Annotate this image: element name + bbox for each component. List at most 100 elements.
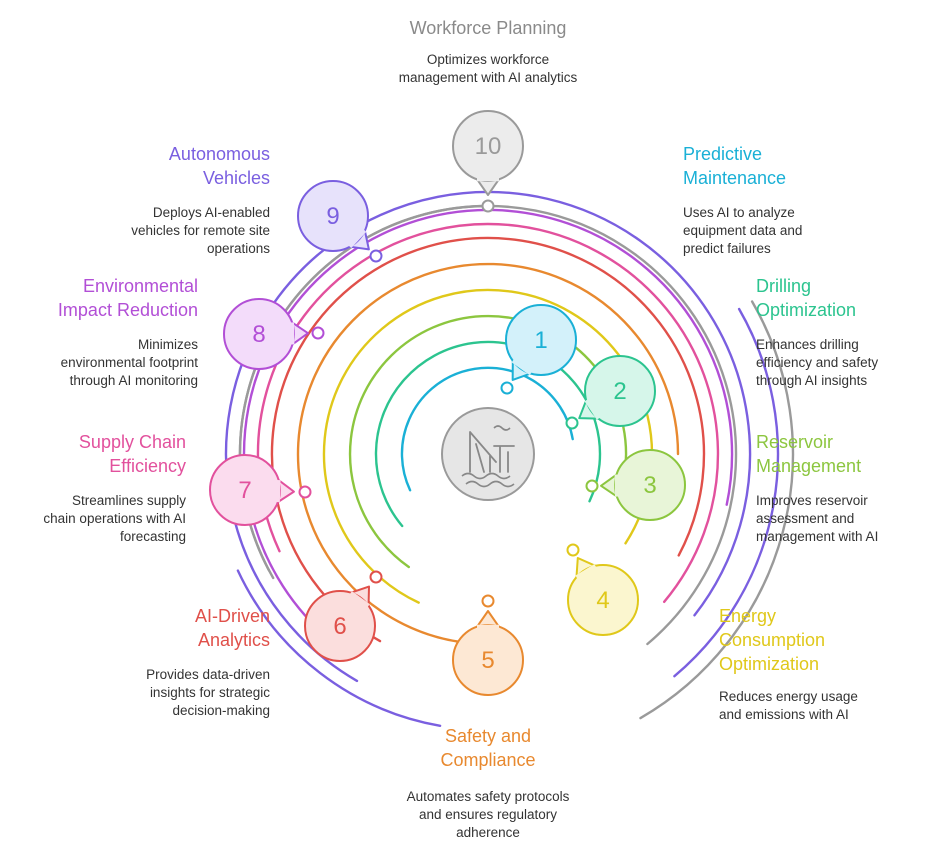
ring-7 bbox=[256, 222, 720, 603]
item-description-line: through AI insights bbox=[756, 373, 868, 388]
marker-8 bbox=[311, 326, 325, 340]
bubble-number-7: 7 bbox=[238, 477, 251, 504]
item-description-2: Enhances drilling efficiency and safety th… bbox=[756, 336, 926, 390]
item-description-6: Provides data-driven insights for strateg… bbox=[70, 666, 270, 720]
ring-9-tail bbox=[236, 569, 442, 727]
item-description-line: management with AI analytics bbox=[398, 70, 578, 85]
marker-3 bbox=[585, 479, 599, 493]
item-description-5: Automates safety protocols and ensures re… bbox=[358, 788, 618, 842]
item-description-line: adherence bbox=[456, 825, 520, 840]
bubble-number-6: 6 bbox=[333, 613, 346, 640]
item-title-line: Predictive bbox=[683, 144, 763, 164]
bubble-number-9: 9 bbox=[326, 203, 339, 230]
item-title-line: Optimization bbox=[756, 300, 857, 320]
bubble-number-4: 4 bbox=[596, 587, 609, 614]
item-description-line: equipment data and bbox=[683, 223, 803, 238]
item-title-line: AI-Driven bbox=[194, 606, 270, 626]
bubble-number-8: 8 bbox=[252, 321, 265, 348]
marker-2 bbox=[565, 416, 579, 430]
bubble-10: 10 bbox=[452, 110, 524, 196]
bubble-number-1: 1 bbox=[534, 327, 547, 354]
item-description-line: Reduces energy usage bbox=[719, 689, 858, 704]
item-description-line: vehicles for remote site bbox=[131, 223, 270, 238]
item-title-line: Consumption bbox=[719, 630, 826, 650]
item-description-line: Optimizes workforce bbox=[426, 52, 550, 67]
item-title-line: Reservoir bbox=[756, 432, 834, 452]
item-description-10: Optimizes workforce management with AI an… bbox=[338, 51, 638, 87]
item-title-line: Optimization bbox=[719, 654, 820, 674]
marker-5 bbox=[481, 594, 495, 608]
bubble-number-3: 3 bbox=[643, 472, 656, 499]
bubbles: 1 2 3 4 5 6 7 8 9 10 bbox=[209, 110, 686, 696]
item-description-9: Deploys AI-enabled vehicles for remote si… bbox=[70, 204, 270, 258]
bubble-6: 6 bbox=[304, 585, 376, 662]
item-title-line: Impact Reduction bbox=[57, 300, 198, 320]
item-description-7: Streamlines supply chain operations with … bbox=[26, 492, 186, 546]
item-description-line: Provides data-driven bbox=[146, 667, 270, 682]
item-description-4: Reduces energy usage and emissions with A… bbox=[719, 688, 919, 724]
item-description-line: operations bbox=[206, 241, 270, 256]
item-title-line: Autonomous bbox=[168, 144, 270, 164]
bubble-9: 9 bbox=[297, 180, 370, 252]
item-title-line: Compliance bbox=[440, 750, 536, 770]
item-description-line: management with AI bbox=[756, 529, 879, 544]
ring-1 bbox=[400, 366, 574, 492]
item-description-line: Streamlines supply bbox=[71, 493, 186, 508]
marker-4 bbox=[566, 543, 580, 557]
item-title-line: Analytics bbox=[197, 630, 270, 650]
item-description-line: efficiency and safety bbox=[756, 355, 879, 370]
item-description-line: through AI monitoring bbox=[69, 373, 198, 388]
bubble-number-10: 10 bbox=[475, 133, 502, 160]
ring-5 bbox=[296, 262, 680, 645]
item-title-line: Efficiency bbox=[109, 456, 186, 476]
bubble-1: 1 bbox=[505, 304, 577, 381]
marker-7 bbox=[298, 485, 312, 499]
item-description-line: and emissions with AI bbox=[719, 707, 849, 722]
item-title-line: Workforce Planning bbox=[409, 18, 567, 38]
marker-6 bbox=[369, 570, 383, 584]
marker-1 bbox=[500, 381, 514, 395]
item-description-line: chain operations with AI bbox=[43, 511, 186, 526]
bubble-number-2: 2 bbox=[613, 378, 626, 405]
ring-10-outer bbox=[639, 300, 795, 720]
item-description-line: decision-making bbox=[172, 703, 270, 718]
item-description-line: Automates safety protocols bbox=[406, 789, 570, 804]
bubble-number-5: 5 bbox=[481, 647, 494, 674]
item-description-line: environmental footprint bbox=[60, 355, 198, 370]
item-title-line: Management bbox=[756, 456, 862, 476]
item-description-line: assessment and bbox=[756, 511, 855, 526]
bubble-7: 7 bbox=[209, 454, 295, 526]
item-description-line: insights for strategic bbox=[149, 685, 270, 700]
ring-6 bbox=[270, 236, 706, 643]
bubble-4: 4 bbox=[567, 556, 639, 636]
ring-4 bbox=[322, 288, 654, 604]
item-description-line: Deploys AI-enabled bbox=[152, 205, 270, 220]
item-title-line: Safety and bbox=[444, 726, 532, 746]
item-description-line: Enhances drilling bbox=[756, 337, 859, 352]
bubble-2: 2 bbox=[578, 355, 656, 427]
marker-10 bbox=[481, 199, 495, 213]
item-description-line: Uses AI to analyze bbox=[683, 205, 795, 220]
bubble-3: 3 bbox=[600, 449, 686, 521]
item-description-line: forecasting bbox=[119, 529, 186, 544]
bubble-5: 5 bbox=[452, 610, 524, 696]
item-title-line: Environmental bbox=[82, 276, 198, 296]
item-description-line: and ensures regulatory bbox=[418, 807, 558, 822]
ring-2 bbox=[374, 340, 602, 528]
item-title-line: Maintenance bbox=[683, 168, 787, 188]
item-title-line: Supply Chain bbox=[78, 432, 186, 452]
item-title-line: Vehicles bbox=[202, 168, 270, 188]
